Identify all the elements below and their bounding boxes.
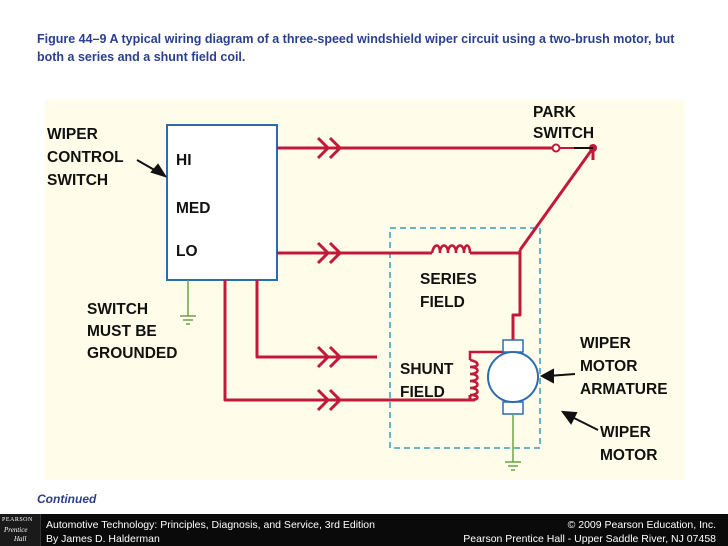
footer-left: Automotive Technology: Principles, Diagn… <box>46 518 375 546</box>
shunt-field-label: SHUNT FIELD <box>400 361 458 401</box>
wiper-motor-label: WIPER MOTOR <box>600 424 657 464</box>
park-switch-open-contact <box>551 143 561 153</box>
series-field-label: SERIES FIELD <box>420 271 481 311</box>
chevron-hi <box>316 136 343 160</box>
park-switch-arm <box>518 147 595 251</box>
pointer-arrows <box>136 147 599 431</box>
figure-caption: Figure 44–9 A typical wiring diagram of … <box>37 32 675 64</box>
park-switch-label: PARK SWITCH <box>533 104 594 142</box>
connector-chevrons <box>316 136 343 412</box>
hi-label: HI <box>176 152 192 169</box>
footer-publisher: Pearson Prentice Hall - Upper Saddle Riv… <box>463 533 716 545</box>
wiper-control-switch-label: WIPER CONTROL SWITCH <box>47 126 128 189</box>
chevron-shunt <box>316 388 343 412</box>
footer-author: By James D. Halderman <box>46 533 160 545</box>
wiper-motor-armature-label: WIPER MOTOR ARMATURE <box>580 335 668 398</box>
footer-bar: PEARSON Prentice Hall Automotive Technol… <box>0 514 728 546</box>
chevron-med <box>316 345 343 369</box>
med-label: MED <box>176 200 210 217</box>
lo-label: LO <box>176 243 198 260</box>
switch-grounded-label: SWITCH MUST BE GROUNDED <box>87 301 177 362</box>
shunt-field-coil <box>468 350 513 402</box>
footer-book-title: Automotive Technology: Principles, Diagn… <box>46 519 375 531</box>
motor-pointer <box>569 415 599 431</box>
chevron-lo <box>316 241 343 265</box>
ground-wires <box>180 280 521 471</box>
control-switch-box <box>166 124 278 281</box>
med-wire <box>255 280 377 359</box>
motor-housing-outline <box>389 227 541 449</box>
motor-armature <box>487 339 539 415</box>
series-to-armature-wire <box>470 250 522 255</box>
diagram-panel <box>45 100 685 480</box>
continued-label: Continued <box>37 492 97 506</box>
footer-right: © 2009 Pearson Education, Inc. Pearson P… <box>463 518 716 546</box>
series-field-coil <box>430 244 472 254</box>
armature-feed-wire <box>511 253 522 345</box>
pearson-logo: PEARSON Prentice Hall <box>0 514 41 546</box>
footer-copyright: © 2009 Pearson Education, Inc. <box>567 519 716 531</box>
